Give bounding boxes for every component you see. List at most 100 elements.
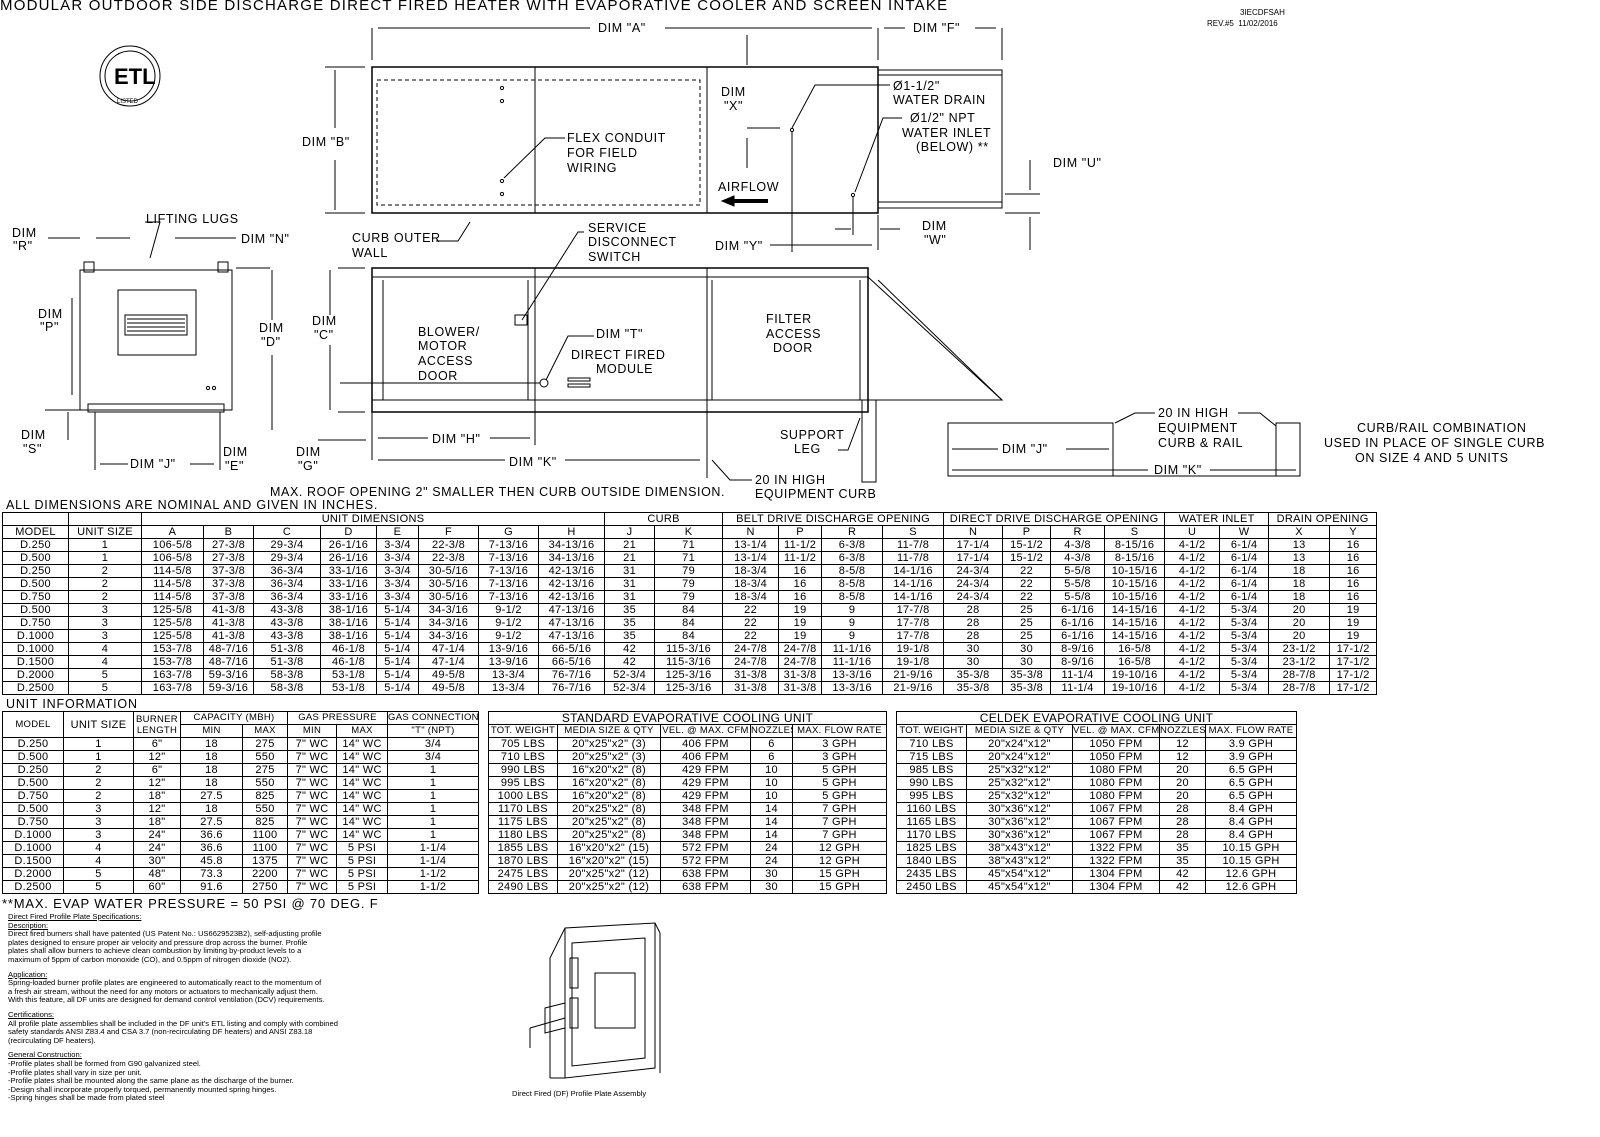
table-cell: 27-3/8 [203, 538, 254, 552]
table-cell: 7" WC [287, 789, 338, 803]
table-cell: 34-13/16 [537, 538, 606, 552]
etl-listed-logo: ETL LISTED [99, 45, 161, 107]
table-cell: 24-7/8 [778, 655, 823, 669]
column-header: MIN [287, 724, 338, 738]
table-cell: 4-1/2 [1164, 590, 1221, 604]
table-cell: 10 [750, 789, 793, 803]
table-cell: 35 [1159, 841, 1206, 855]
table-cell: 5 GPH [792, 789, 887, 803]
table-cell: 15 GPH [792, 880, 887, 894]
table-cell: D.750 [2, 590, 69, 604]
table-cell: 1 [387, 763, 480, 777]
table-cell: 5-1/4 [376, 655, 419, 669]
table-cell: 7" WC [287, 802, 338, 816]
table-cell: 1 [63, 750, 134, 764]
table-cell: 348 FPM [660, 815, 751, 829]
table-cell: 7" WC [287, 841, 338, 855]
table-cell: 8-15/16 [1104, 538, 1166, 552]
table-cell: 5 GPH [792, 763, 887, 777]
svg-text:LISTED: LISTED [117, 99, 139, 105]
table-cell: 3 [63, 815, 134, 829]
table-cell: 1180 LBS [488, 828, 558, 842]
table-cell: 8-9/16 [1050, 642, 1106, 656]
table-cell: D.2000 [2, 867, 64, 881]
table-cell: 7" WC [287, 763, 338, 777]
table-cell: 8.4 GPH [1204, 802, 1298, 816]
table-cell: 7 GPH [792, 828, 887, 842]
dim-f-label: DIM "F" [913, 21, 960, 35]
dimensions-note: ALL DIMENSIONS ARE NOMINAL AND GIVEN IN … [6, 498, 379, 512]
table-cell: 11-1/2 [778, 551, 823, 565]
blower-door-label-4: DOOR [418, 369, 458, 383]
table-cell: 125-5/8 [141, 629, 204, 643]
table-cell: 19-1/8 [882, 655, 945, 669]
equipment-curb-label-2: EQUIPMENT CURB [755, 487, 876, 501]
table-cell: 13-1/4 [722, 538, 780, 552]
table-cell: 1 [387, 789, 480, 803]
table-cell: 990 LBS [896, 776, 967, 790]
column-header: N [943, 525, 1004, 539]
table-cell: 5 PSI [336, 867, 389, 881]
spec-line: maximum of 5ppm of carbon monoxide (CO),… [8, 954, 292, 964]
table-cell: 21-9/16 [882, 668, 945, 682]
dim-j-label: DIM "J" [130, 457, 176, 471]
table-cell: 19 [778, 616, 823, 630]
table-cell: 3 [63, 802, 134, 816]
table-cell: 3-3/4 [376, 590, 419, 604]
table-cell: 115-3/16 [654, 655, 724, 669]
table-cell: 7" WC [287, 776, 338, 790]
table-cell: 16 [778, 590, 823, 604]
table-cell: 5-5/8 [1050, 577, 1106, 591]
table-cell: 13 [1268, 538, 1331, 552]
table-cell: 14-15/16 [1104, 603, 1166, 617]
spec-line: -Profile plates shall be formed from G90… [8, 1058, 201, 1068]
dim-g-label: DIM [296, 445, 321, 459]
table-cell: 31-3/8 [778, 668, 823, 682]
table-cell: 16 [1329, 538, 1378, 552]
column-header: C [253, 525, 321, 539]
table-cell: 20"x25"x2" (12) [557, 867, 661, 881]
table-cell: 7 GPH [792, 815, 887, 829]
table-cell: 1067 FPM [1072, 802, 1160, 816]
table-cell: 1 [387, 815, 480, 829]
table-cell: 16"x20"x2" (8) [557, 763, 661, 777]
table-cell: 125-5/8 [141, 603, 204, 617]
document-code: 3IECDFSAH [1240, 8, 1285, 17]
curb-rail-label-3: CURB & RAIL [1158, 436, 1243, 450]
table-cell: 4 [63, 841, 134, 855]
table-cell: 4-1/2 [1164, 538, 1221, 552]
spec-line: Spring-loaded burner profile plates are … [8, 978, 322, 988]
dim-x-label: DIM [721, 85, 746, 99]
table-cell: 1000 LBS [488, 789, 558, 803]
table-cell: 6-3/8 [821, 551, 884, 565]
table-cell: 31-3/8 [778, 681, 823, 695]
table-cell: 19-10/16 [1104, 668, 1166, 682]
table-cell: 14" WC [336, 802, 389, 816]
table-cell: 163-7/8 [141, 681, 204, 695]
table-cell: 1304 FPM [1072, 867, 1160, 881]
table-cell: 58-3/8 [253, 668, 321, 682]
table-cell: 163-7/8 [141, 668, 204, 682]
table-cell: 2750 [241, 880, 289, 894]
table-cell: 16-5/8 [1104, 655, 1166, 669]
table-cell: 31 [604, 577, 656, 591]
spec-heading: General Construction: [8, 1050, 82, 1060]
revision-date: REV.#5 11/02/2016 [1207, 19, 1278, 28]
table-cell: 6" [133, 737, 181, 751]
table-cell: 46-1/8 [320, 642, 377, 656]
table-cell: 24" [133, 841, 181, 855]
table-cell: 48" [133, 867, 181, 881]
table-cell: 35 [604, 616, 656, 630]
table-cell: 5-3/4 [1219, 655, 1270, 669]
table-cell: 4-1/2 [1164, 564, 1221, 578]
table-cell: 16 [1329, 564, 1378, 578]
table-cell: 34-3/16 [418, 629, 479, 643]
table-cell: 24-3/4 [943, 564, 1004, 578]
table-cell: 114-5/8 [141, 564, 204, 578]
